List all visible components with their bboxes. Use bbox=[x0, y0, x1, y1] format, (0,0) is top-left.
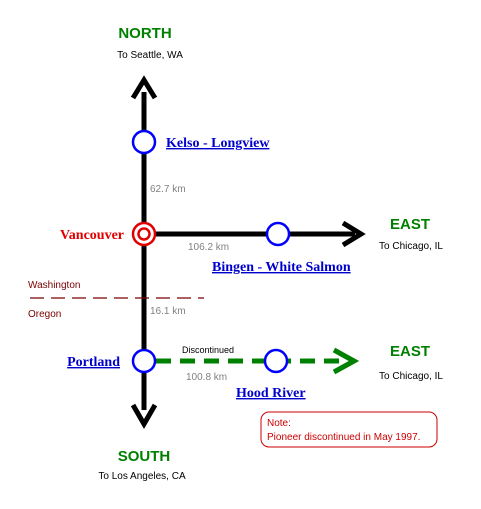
state-label-washington: Washington bbox=[28, 280, 80, 291]
distance-vancouver-bingen: 106.2 km bbox=[188, 242, 229, 253]
station-link-kelso[interactable]: Kelso - Longview bbox=[166, 136, 270, 151]
station-link-portland[interactable]: Portland bbox=[67, 355, 120, 370]
note-box bbox=[260, 411, 438, 448]
east-lower-arrowhead-icon bbox=[332, 347, 360, 375]
hood-river-station-circle-icon[interactable] bbox=[263, 348, 289, 374]
station-link-bingen[interactable]: Bingen - White Salmon bbox=[212, 260, 351, 275]
station-link-hood-river[interactable]: Hood River bbox=[236, 386, 306, 401]
east-upper-arrowhead-icon bbox=[341, 220, 366, 248]
south-sub-label: To Los Angeles, CA bbox=[98, 471, 186, 482]
bingen-station-circle-icon[interactable] bbox=[265, 221, 291, 247]
vancouver-hub-station-icon[interactable] bbox=[131, 221, 157, 247]
east-lower-sub-label: To Chicago, IL bbox=[379, 371, 443, 382]
east-lower-label: EAST bbox=[390, 343, 430, 360]
discontinued-label: Discontinued bbox=[182, 345, 234, 355]
portland-station-circle-icon[interactable] bbox=[131, 348, 157, 374]
note-title: Note: bbox=[267, 418, 291, 429]
state-label-oregon: Oregon bbox=[28, 309, 61, 320]
south-arrowhead-icon bbox=[130, 403, 158, 429]
east-upper-sub-label: To Chicago, IL bbox=[379, 241, 443, 252]
east-upper-label: EAST bbox=[390, 216, 430, 233]
south-label: SOUTH bbox=[118, 448, 171, 465]
note-text: Pioneer discontinued in May 1997. bbox=[267, 432, 420, 443]
station-label-vancouver[interactable]: Vancouver bbox=[60, 228, 124, 243]
distance-vancouver-portland: 16.1 km bbox=[150, 306, 186, 317]
north-sub-label: To Seattle, WA bbox=[117, 50, 183, 61]
distance-kelso-vancouver: 62.7 km bbox=[150, 184, 186, 195]
distance-portland-hood-river: 100.8 km bbox=[186, 372, 227, 383]
kelso-station-circle-icon[interactable] bbox=[131, 129, 157, 155]
north-label: NORTH bbox=[118, 25, 171, 42]
north-arrowhead-icon bbox=[130, 75, 158, 100]
